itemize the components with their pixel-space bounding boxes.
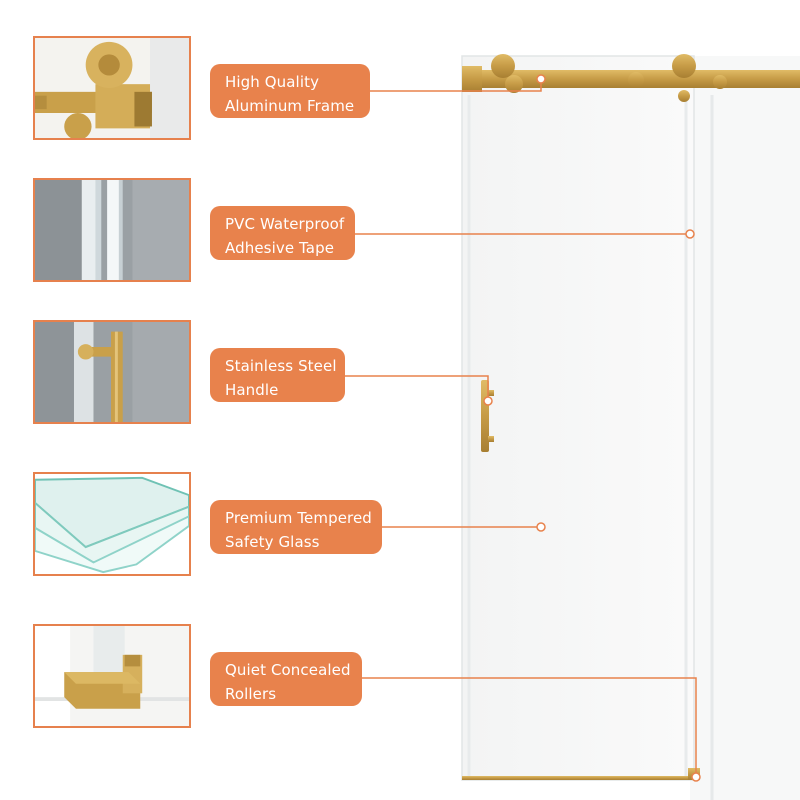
label-line: Aluminum Frame: [225, 97, 355, 115]
bar-handle-closeup-icon: [35, 322, 189, 422]
sliding-glass-panel: [461, 55, 695, 781]
glass-closeup-thumbnail: [33, 472, 191, 576]
label-line: Rollers: [225, 685, 277, 703]
handle-closeup-thumbnail: [33, 320, 191, 424]
label-line: Quiet Concealed: [225, 661, 351, 679]
label-line: PVC Waterproof: [225, 215, 345, 233]
label-line: Premium Tempered: [225, 509, 372, 527]
shower-door-illustration: [461, 54, 800, 800]
door-handle-bar: [481, 380, 489, 452]
rollers-closeup-thumbnail: [33, 624, 191, 728]
bottom-track: [462, 776, 698, 780]
frame-closeup-thumbnail: [33, 36, 191, 140]
label-aluminum-frame: High Quality Aluminum Frame: [210, 64, 370, 118]
bottom-guide-closeup-icon: [35, 626, 189, 726]
fixed-glass-panel: [690, 56, 800, 800]
label-line: Handle: [225, 381, 279, 399]
label-steel-handle: Stainless Steel Handle: [210, 348, 345, 402]
label-line: High Quality: [225, 73, 320, 91]
glass-panes-edge-icon: [35, 474, 189, 574]
label-line: Safety Glass: [225, 533, 320, 551]
label-waterproof-tape: PVC Waterproof Adhesive Tape: [210, 206, 355, 260]
label-tempered-glass: Premium Tempered Safety Glass: [210, 500, 382, 554]
label-concealed-rollers: Quiet Concealed Rollers: [210, 652, 362, 706]
seal-strip-closeup-icon: [35, 180, 189, 280]
label-line: Stainless Steel: [225, 357, 337, 375]
top-roller-left: [491, 54, 515, 78]
top-roller-right: [672, 54, 696, 78]
label-line: Adhesive Tape: [225, 239, 335, 257]
roller-wheel-closeup-icon: [35, 38, 189, 138]
tape-closeup-thumbnail: [33, 178, 191, 282]
